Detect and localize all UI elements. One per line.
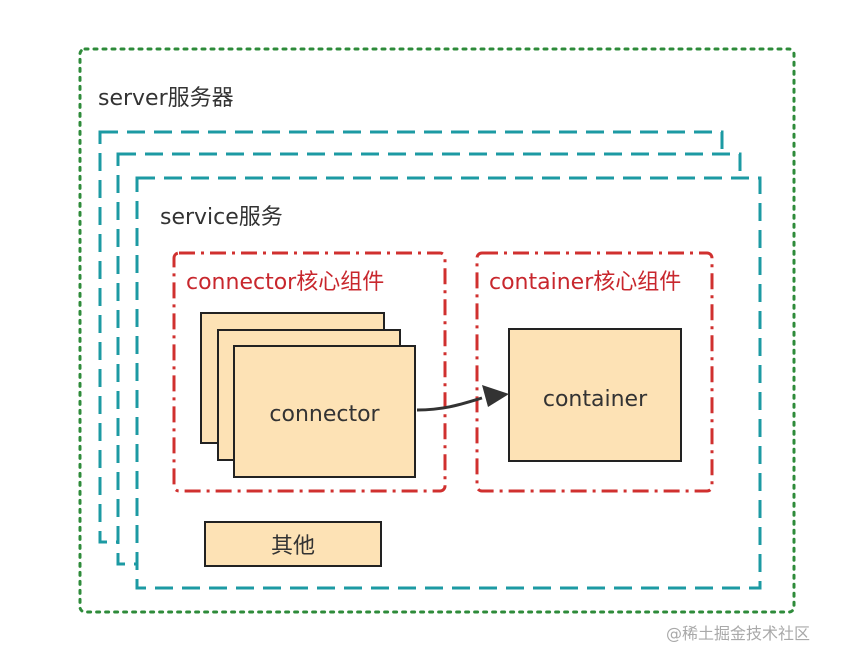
server-box — [78, 47, 796, 614]
connector-group-label: connector核心组件 — [186, 270, 385, 295]
container-group-box — [475, 251, 714, 493]
container-box — [508, 328, 682, 462]
other-box — [204, 521, 382, 567]
server-label: server服务器 — [98, 86, 234, 111]
arrow-head-icon — [482, 385, 509, 407]
container-group-label: container核心组件 — [489, 270, 682, 295]
connector-group-box — [172, 251, 447, 493]
connector-box-label: connector — [269, 402, 380, 427]
connector-to-container-arrow — [416, 396, 483, 412]
service-label: service服务 — [160, 205, 283, 230]
watermark-text: @稀土掘金技术社区 — [666, 624, 811, 643]
container-box-label: container — [542, 387, 648, 412]
connector-box-front — [233, 345, 416, 478]
other-box-label: 其他 — [270, 534, 315, 559]
